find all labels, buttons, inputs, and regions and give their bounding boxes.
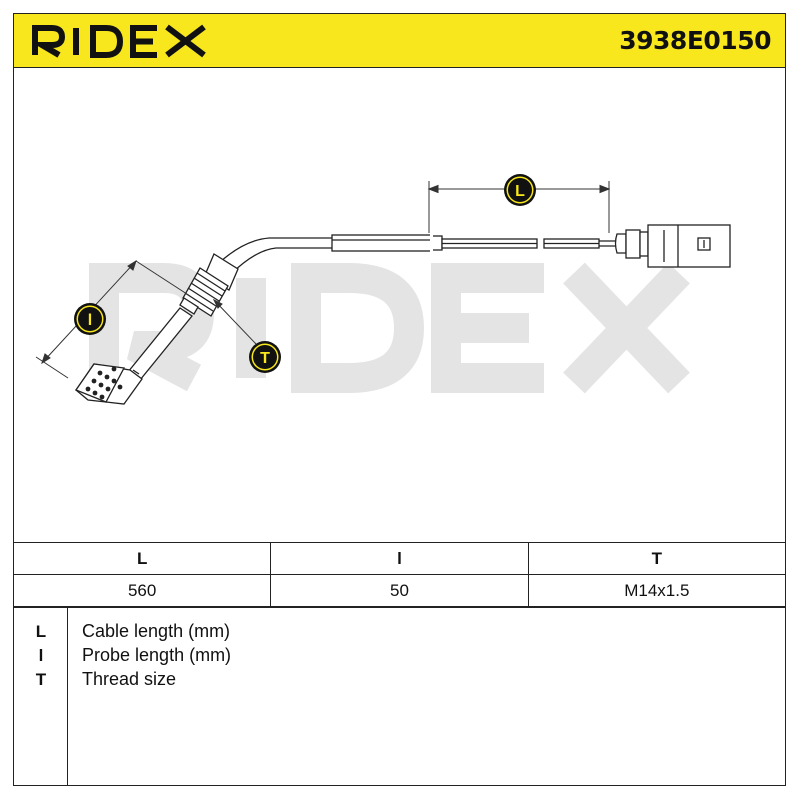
legend-keys-column bbox=[13, 608, 68, 786]
legend-key-cable: L bbox=[35, 622, 47, 641]
temperature-probe bbox=[75, 253, 239, 405]
callout-l-cable-label: L bbox=[515, 183, 525, 200]
dim-value-probe-length: 50 bbox=[270, 574, 529, 607]
electrical-connector bbox=[614, 224, 731, 268]
legend-desc-probe: Probe length (mm) bbox=[82, 645, 232, 665]
dim-value-thread-size: M14x1.5 bbox=[527, 574, 787, 607]
dim-value-cable-length: 560 bbox=[12, 574, 272, 607]
header-bar: 3938E0150 bbox=[13, 13, 786, 68]
callout-t-thread-label: T bbox=[260, 350, 270, 367]
dim-header-l-cable: L bbox=[12, 542, 272, 575]
legend-panel: L l T Cable length (mm) Probe length (mm… bbox=[13, 607, 786, 786]
dim-header-l-probe: l bbox=[270, 542, 529, 575]
legend-desc-thread: Thread size bbox=[82, 669, 177, 689]
dim-header-t: T bbox=[527, 542, 787, 575]
legend-key-thread: T bbox=[35, 670, 47, 689]
legend-key-probe: l bbox=[38, 646, 44, 665]
brand-logo bbox=[32, 24, 206, 58]
dimensions-table: L l T 560 50 M14x1.5 bbox=[12, 542, 787, 607]
callout-l-probe-label: l bbox=[88, 312, 92, 329]
probe-perforations bbox=[85, 366, 123, 400]
part-number: 3938E0150 bbox=[619, 26, 771, 55]
technical-drawing: L bbox=[35, 174, 731, 405]
legend-desc-cable: Cable length (mm) bbox=[82, 621, 231, 641]
dimensions-header-row: L l T bbox=[12, 542, 787, 575]
dimensions-value-row: 560 50 M14x1.5 bbox=[12, 574, 787, 607]
sensor-cable bbox=[217, 234, 617, 274]
thread-dimension bbox=[212, 298, 257, 345]
